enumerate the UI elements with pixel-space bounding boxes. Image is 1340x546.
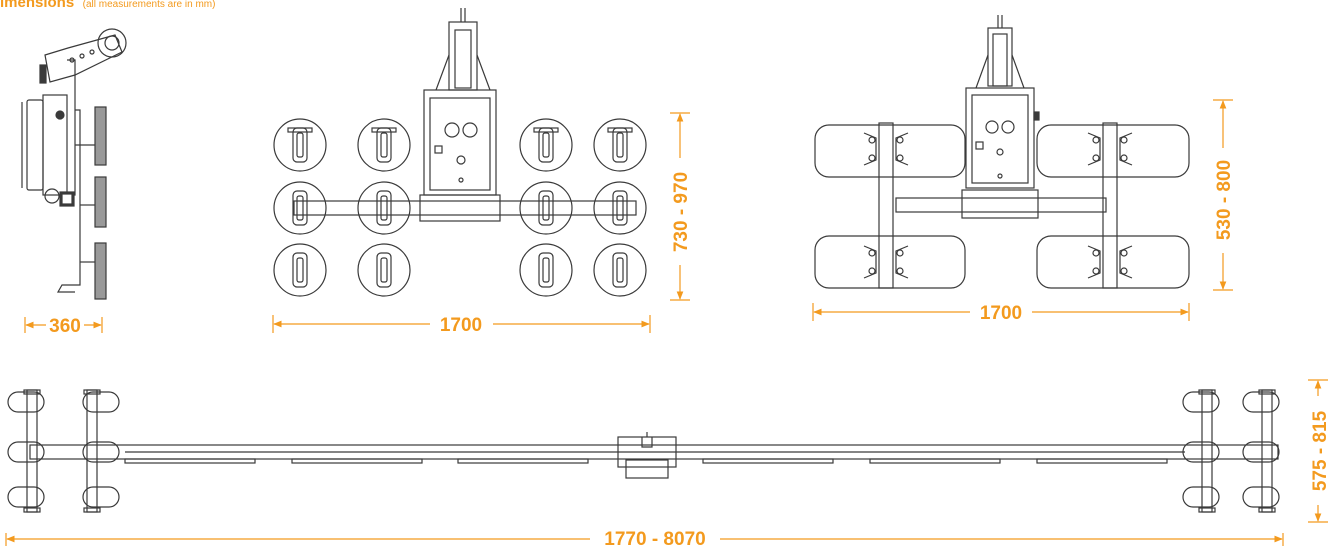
front1-round-pad xyxy=(519,118,573,172)
top-pad xyxy=(7,486,45,508)
front2-beam xyxy=(895,197,1107,213)
front1-height-label: 730 - 970 xyxy=(671,172,692,252)
front1-beam xyxy=(293,200,637,216)
top-height-dimension: 575 - 815 xyxy=(1308,379,1331,523)
front2-height-label: 530 - 800 xyxy=(1214,160,1235,240)
front1-round-pad xyxy=(593,181,647,235)
front1-round-pad xyxy=(593,243,647,297)
top-pad xyxy=(82,441,120,463)
side-view xyxy=(21,28,127,300)
side-width-dimension: 360 xyxy=(24,316,103,337)
top-length-label: 1770 - 8070 xyxy=(604,529,705,546)
front2-pad-bottom-left xyxy=(814,235,966,289)
top-rail xyxy=(26,389,38,513)
top-rail xyxy=(1201,389,1213,513)
top-height-label: 575 - 815 xyxy=(1310,410,1331,491)
heading-subtitle: (all measurements are in mm) xyxy=(82,0,216,10)
front1-round-pad xyxy=(519,181,573,235)
top-rail-cap xyxy=(23,507,41,513)
top-pad xyxy=(1242,486,1280,508)
front1-round-pad xyxy=(357,181,411,235)
front1-height-dimension: 730 - 970 xyxy=(670,112,692,301)
side-width-label: 360 xyxy=(49,316,81,337)
front1-rail-cap xyxy=(371,127,397,133)
top-rail-cap xyxy=(1258,507,1276,513)
front2-width-dimension: 1700 xyxy=(812,303,1190,324)
front1-round-pad xyxy=(357,243,411,297)
top-rail xyxy=(86,389,98,513)
page-heading: imensions (all measurements are in mm) xyxy=(0,0,215,12)
front1-rail-cap xyxy=(533,127,559,133)
front2-width-label: 1700 xyxy=(980,303,1022,324)
front1-rail-cap xyxy=(287,127,313,133)
side-pad-middle xyxy=(94,176,107,228)
front2-vacuum-body xyxy=(965,87,1035,189)
front1-round-pad xyxy=(273,243,327,297)
top-rail-cap xyxy=(83,507,101,513)
front1-round-pad xyxy=(273,181,327,235)
front1-width-dimension: 1700 xyxy=(272,315,651,336)
side-pad-bottom xyxy=(94,242,107,300)
side-frame-plate xyxy=(26,99,44,191)
front1-vacuum-body xyxy=(423,89,497,196)
top-pad xyxy=(1242,441,1280,463)
front1-round-pad xyxy=(357,118,411,172)
top-pad-assemblies xyxy=(7,389,1280,513)
front2-height-dimension: 530 - 800 xyxy=(1213,99,1235,291)
top-pad xyxy=(82,391,120,413)
heading-title: imensions xyxy=(0,0,75,11)
top-pad xyxy=(82,486,120,508)
top-pad xyxy=(1182,391,1220,413)
top-pad xyxy=(7,391,45,413)
top-rail xyxy=(1261,389,1273,513)
top-beam xyxy=(29,444,1279,460)
top-pad xyxy=(1242,391,1280,413)
top-pad xyxy=(7,441,45,463)
front1-width-label: 1700 xyxy=(440,315,482,336)
front-view-rect-pads xyxy=(814,15,1190,289)
front-view-round-pads xyxy=(293,8,637,222)
top-rail-cap xyxy=(1198,507,1216,513)
top-pad xyxy=(1182,486,1220,508)
top-length-dimension: 1770 - 8070 xyxy=(5,529,1284,546)
side-pad-top xyxy=(94,106,107,166)
front1-round-pad xyxy=(519,243,573,297)
front1-pads xyxy=(273,118,647,297)
front1-rail-cap xyxy=(607,127,633,133)
front1-round-pad xyxy=(593,118,647,172)
top-pad xyxy=(1182,441,1220,463)
front1-round-pad xyxy=(273,118,327,172)
top-view-extended xyxy=(29,432,1279,479)
front2-pad-top-left xyxy=(814,124,966,178)
front2-pad-top-right xyxy=(1036,124,1190,178)
front2-pad-bottom-right xyxy=(1036,235,1190,289)
